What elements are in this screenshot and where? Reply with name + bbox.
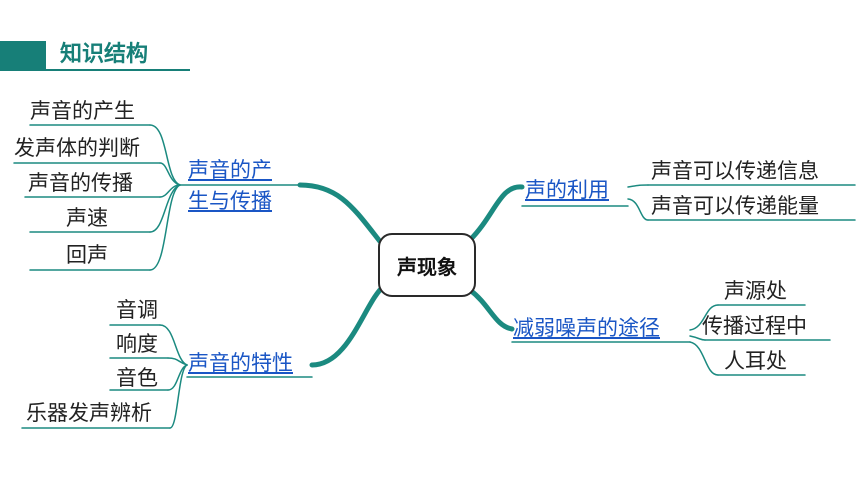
leaf-characteristics-1: 音调 — [116, 298, 158, 322]
branch-production-link-line2[interactable]: 生与传播 — [188, 189, 272, 213]
connector-noise — [467, 287, 515, 332]
connector-characteristics — [309, 282, 388, 368]
header-accent-block — [0, 41, 46, 69]
branch-characteristics-link[interactable]: 声音的特性 — [188, 351, 293, 375]
leaf-production-1: 声音的产生 — [30, 99, 135, 123]
connector-uses — [467, 184, 525, 243]
header-underline — [0, 69, 190, 71]
leaf-characteristics-3: 音色 — [116, 366, 158, 390]
branch-uses-link[interactable]: 声的利用 — [525, 178, 609, 202]
leaf-production-5: 回声 — [66, 243, 108, 267]
leaf-production-4: 声速 — [66, 206, 108, 230]
leaf-noise-2: 传播过程中 — [702, 314, 807, 338]
branch-production-link-line1[interactable]: 声音的产 — [188, 158, 272, 182]
leaf-uses-1: 声音可以传递信息 — [651, 159, 819, 183]
leaf-production-3: 声音的传播 — [28, 171, 133, 195]
leaf-characteristics-2: 响度 — [116, 332, 158, 356]
leaf-noise-1: 声源处 — [724, 279, 787, 303]
connector-production — [297, 182, 385, 247]
section-title: 知识结构 — [60, 42, 149, 67]
leaf-characteristics-4: 乐器发声辨析 — [26, 401, 152, 425]
leaf-noise-3: 人耳处 — [724, 349, 787, 373]
leaf-uses-2: 声音可以传递能量 — [651, 194, 819, 218]
branch-noise-link[interactable]: 减弱噪声的途径 — [513, 316, 660, 340]
central-topic: 声现象 — [378, 233, 476, 297]
leaf-production-2: 发声体的判断 — [14, 136, 140, 160]
